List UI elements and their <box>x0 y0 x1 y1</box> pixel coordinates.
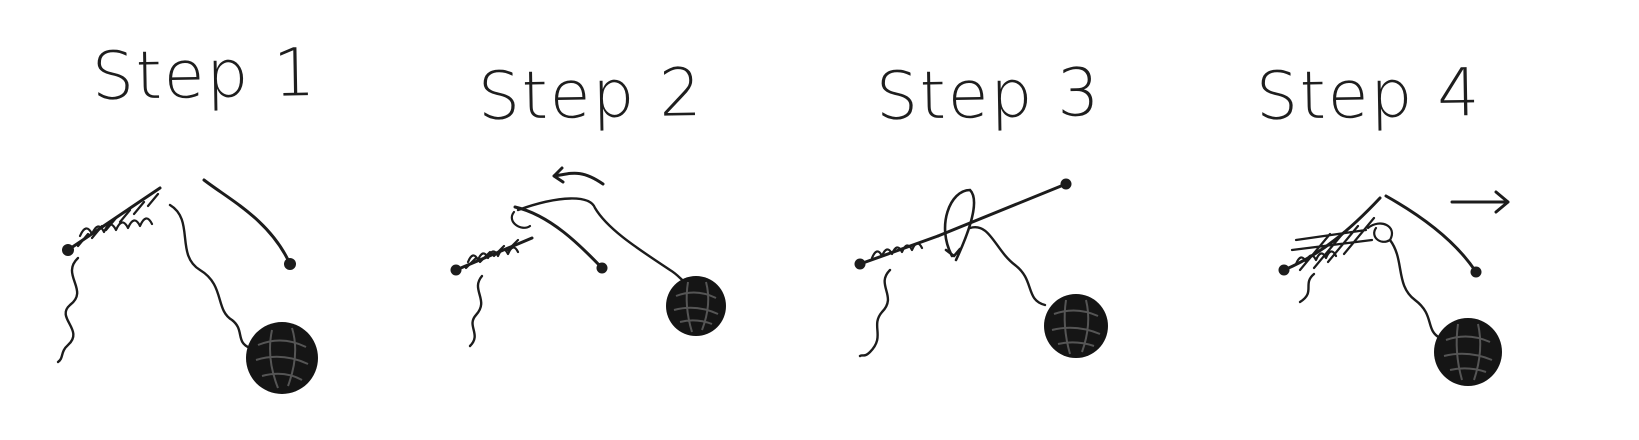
step-1-panel: Step 1 <box>0 0 410 440</box>
working-yarn <box>168 203 252 350</box>
chain-end-dot <box>62 244 74 256</box>
yarn-tail <box>468 274 484 348</box>
chain-stitches <box>870 242 924 260</box>
chain-stitches <box>464 238 520 270</box>
arrow-icon <box>552 166 605 186</box>
step-1-illustration <box>56 178 318 394</box>
step-4-panel: Step 4 <box>1230 0 1639 440</box>
yarn-tail <box>1298 272 1316 304</box>
step-4-illustration <box>1278 190 1510 386</box>
step-2-panel: Step 2 <box>410 0 820 440</box>
foundation-chain <box>858 234 940 266</box>
arrow-icon <box>1450 190 1510 214</box>
crochet-hook-icon <box>936 182 1068 238</box>
yarn-ball-icon <box>666 276 726 336</box>
yarn-ball-icon <box>1434 318 1502 386</box>
working-yarn <box>516 197 692 287</box>
yarn-ball-icon <box>246 322 318 394</box>
rotate-arrow <box>943 188 976 262</box>
step-3-illustration <box>854 178 1108 358</box>
chain-stitches <box>76 192 160 248</box>
step-3-panel: Step 3 <box>820 0 1230 440</box>
chain-stitches <box>1290 216 1376 272</box>
crochet-hook-icon <box>513 205 604 270</box>
yarn-tail <box>858 268 892 358</box>
step-2-illustration <box>450 166 726 348</box>
yarn-ball-icon <box>1044 294 1108 358</box>
crochet-hook-icon <box>202 178 292 266</box>
crochet-hook-icon <box>1384 194 1478 274</box>
working-yarn <box>1388 238 1442 340</box>
working-yarn <box>968 226 1047 307</box>
yarn-tail <box>56 256 80 364</box>
